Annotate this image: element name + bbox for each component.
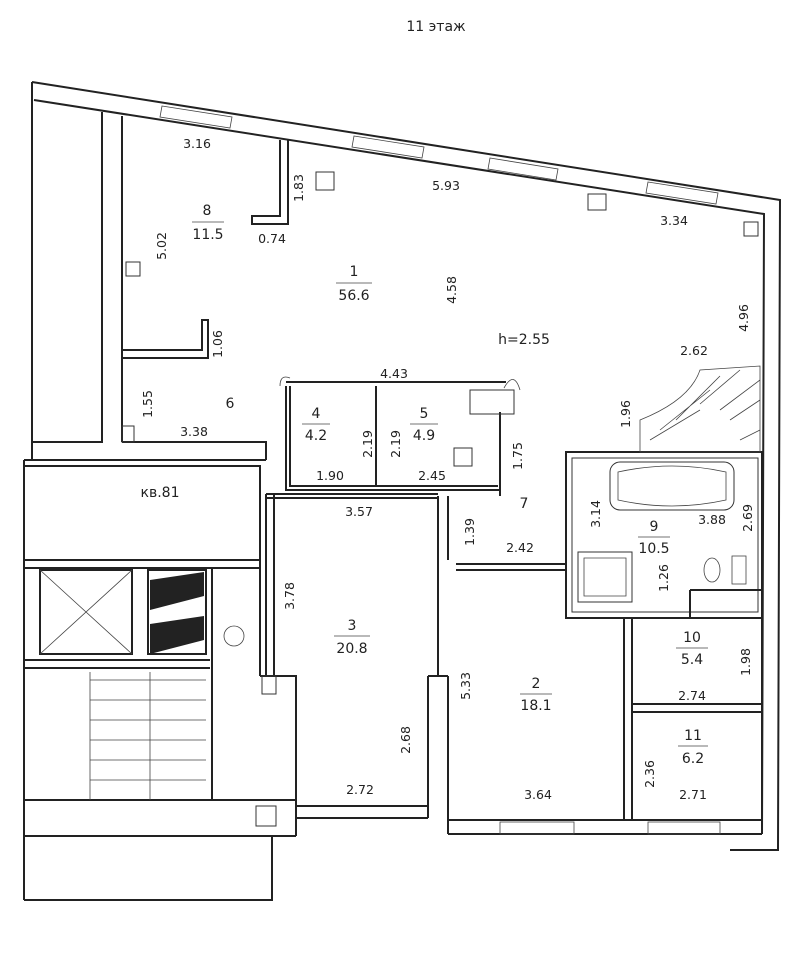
dimension-label: 3.88 [698, 512, 726, 527]
room-number: 10 [683, 630, 701, 646]
dimension-label: 2.71 [679, 787, 707, 802]
room-area: 6.2 [682, 751, 704, 767]
room-11: 11 6.2 [678, 728, 708, 767]
dimension-label: 1.26 [656, 564, 671, 592]
dimension-label: 2.72 [346, 782, 374, 797]
room-number: 5 [420, 406, 429, 422]
room-number: 3 [348, 618, 357, 634]
room-number: 2 [532, 676, 541, 692]
room-3: 3 20.8 [334, 618, 370, 657]
room-8: 8 11.5 [192, 203, 224, 243]
room-6: 6 [226, 396, 235, 412]
dimension-label: 4.43 [380, 366, 408, 381]
dimension-label: 3.64 [524, 787, 552, 802]
room-number: 8 [203, 203, 212, 219]
windows [159, 105, 719, 205]
room-4: 4 4.2 [302, 406, 330, 444]
room-number: 6 [226, 396, 235, 412]
dimension-label: 2.74 [678, 688, 706, 703]
dimension-label: 3.14 [588, 500, 603, 528]
room-number: 9 [650, 519, 659, 535]
room-9: 9 10.5 [638, 519, 670, 557]
dimension-label: 1.83 [291, 174, 306, 202]
room-area: 5.4 [681, 652, 703, 668]
room-number: 1 [350, 264, 359, 280]
dimension-label: 5.93 [432, 178, 460, 193]
floor-title: 11 этаж [406, 19, 466, 35]
room-5: 5 4.9 [410, 406, 438, 444]
room-area: 10.5 [638, 541, 669, 557]
room-area: 11.5 [192, 227, 223, 243]
dimension-label: 2.62 [680, 343, 708, 358]
dimension-label: 1.96 [618, 400, 633, 428]
dimension-label: 2.19 [388, 430, 403, 458]
dimension-label: 1.55 [140, 390, 155, 418]
dimension-label: 1.39 [462, 518, 477, 546]
dimension-label: 4.58 [444, 276, 459, 304]
room-number: 11 [684, 728, 702, 744]
dimension-label: 1.90 [316, 468, 344, 483]
dimension-label: 1.98 [738, 648, 753, 676]
dimension-label: 1.06 [210, 330, 225, 358]
dimension-label: 2.19 [360, 430, 375, 458]
ceiling-height: h=2.55 [498, 332, 550, 348]
room-2: 2 18.1 [520, 676, 552, 714]
dimension-label: 3.78 [282, 582, 297, 610]
room-area: 56.6 [338, 288, 369, 304]
room-area: 4.2 [305, 428, 327, 444]
room-number: 4 [312, 406, 321, 422]
dimensions: 3.16 1.83 5.93 3.34 0.74 5.02 4.58 4.96 … [140, 136, 755, 802]
room-area: 18.1 [520, 698, 551, 714]
dimension-label: 3.16 [183, 136, 211, 151]
dimension-label: 3.57 [345, 504, 373, 519]
room-7: 7 [520, 496, 529, 512]
dimension-label: 4.96 [736, 304, 751, 332]
walls [23, 81, 782, 901]
room-area: 20.8 [336, 641, 367, 657]
dimension-label: 2.68 [398, 726, 413, 754]
dimension-label: 2.45 [418, 468, 446, 483]
room-1: 1 56.6 [336, 264, 372, 304]
dimension-label: 0.74 [258, 231, 286, 246]
dimension-label: 3.38 [180, 424, 208, 439]
dimension-label: 5.33 [458, 672, 473, 700]
dimension-label: 2.36 [642, 760, 657, 788]
fixtures [39, 171, 761, 800]
dimension-label: 1.75 [510, 442, 525, 470]
dimension-label: 2.69 [740, 504, 755, 532]
dimension-label: 5.02 [154, 232, 169, 260]
room-area: 4.9 [413, 428, 435, 444]
apartment-label: кв.81 [141, 485, 180, 501]
room-10: 10 5.4 [676, 630, 708, 668]
dimension-label: 2.42 [506, 540, 534, 555]
room-number: 7 [520, 496, 529, 512]
dimension-label: 3.34 [660, 213, 688, 228]
